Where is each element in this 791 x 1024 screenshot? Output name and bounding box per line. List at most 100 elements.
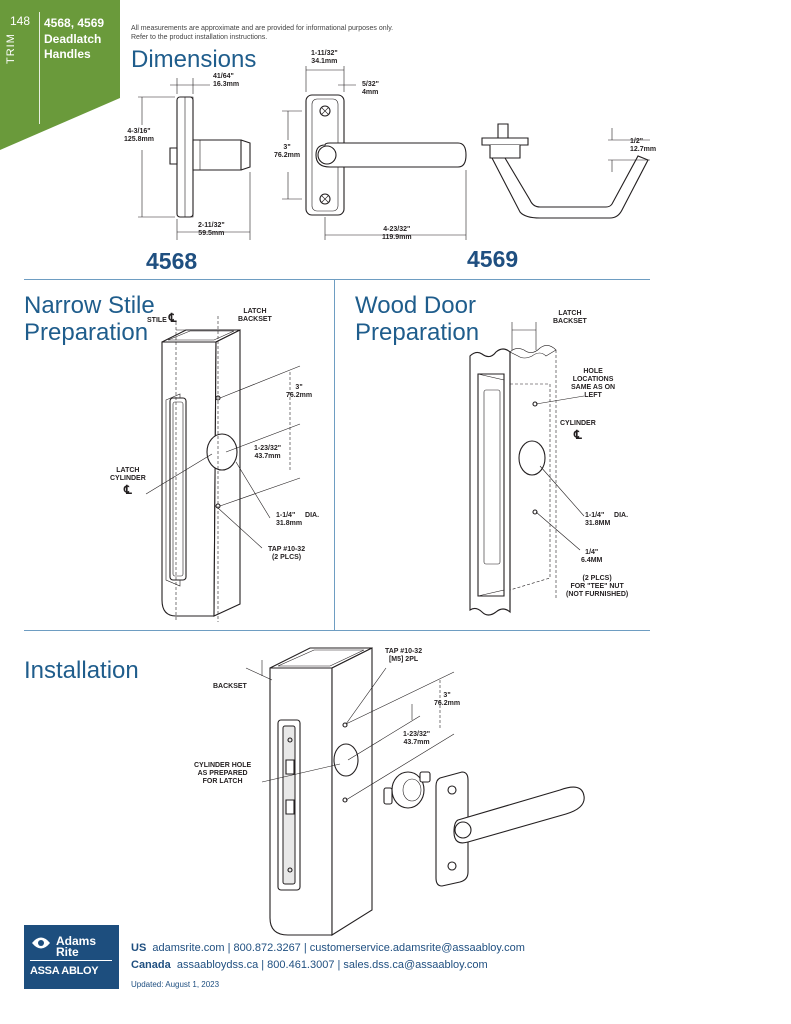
label-line: CYLINDER HOLE (194, 762, 252, 769)
dim-value: 3" (283, 144, 291, 151)
dim-value: 3" (443, 692, 451, 699)
label-line: CYLINDER (110, 475, 146, 482)
model-4569-label: 4569 (467, 246, 519, 272)
dim-4569-height: 3" 76.2mm (274, 144, 300, 160)
disclaimer-line-1: All measurements are approximate and are… (131, 25, 394, 32)
dim-value-mm: 43.7mm (403, 739, 430, 746)
dim-value-mm: 125.8mm (124, 136, 154, 143)
us-label: US (131, 942, 147, 954)
dim-value: 41/64" (213, 73, 234, 80)
dim-4568-projection: 2-11/32" 59.5mm (198, 222, 225, 238)
updated-date: Updated: August 1, 2023 (131, 980, 220, 989)
latch-cylinder-label: LATCH CYLINDER ℄ (110, 467, 146, 497)
tee-nut-label: (2 PLCS) FOR "TEE" NUT (NOT FURNISHED) (566, 575, 628, 599)
disclaimer: All measurements are approximate and are… (131, 24, 431, 42)
dim-value: 1-1/4" (585, 512, 605, 519)
dim-value: 1/4" (585, 549, 599, 556)
label-line: FOR LATCH (202, 778, 243, 785)
dim-value: 4-3/16" (127, 128, 151, 135)
canada-contact-line: Canada assaabloydss.ca | 800.461.3007 | … (131, 959, 488, 971)
label-line: AS PREPARED (197, 770, 248, 777)
wood-door-title: Wood Door Preparation (355, 292, 479, 346)
dim-value-mm: 76.2mm (286, 392, 313, 399)
title-line: Wood Door (355, 292, 476, 319)
centerline-symbol: ℄ (124, 483, 132, 497)
dim-value-mm: 34.1mm (311, 58, 338, 65)
dim-value-mm: 76.2mm (434, 700, 461, 707)
backset-label: BACKSET (213, 683, 247, 690)
brand-logo-box (24, 925, 119, 989)
installation-title: Installation (24, 657, 139, 684)
centerline-symbol: ℄ (168, 311, 177, 325)
dim-value: 2-11/32" (198, 222, 225, 229)
dim-value: 1-23/32" (403, 731, 431, 738)
dim-install-1-23-32: 1-23/32" 43.7mm (403, 731, 430, 747)
dim-wd-dia: 1-1/4" DIA. 31.8MM (585, 512, 628, 528)
dim-value: 1/2" (630, 138, 644, 145)
dim-value: 1-1/4" (276, 512, 296, 519)
dim-value: 3" (295, 384, 303, 391)
model-numbers: 4568, 4569 (44, 16, 105, 30)
label-line: LOCATIONS (572, 376, 614, 383)
dim-value-mm: 4mm (362, 89, 379, 96)
us-contact[interactable]: adamsrite.com | 800.872.3267 | customers… (152, 942, 525, 954)
dim-4569-plate-width: 1-11/32" 34.1mm (311, 50, 338, 66)
label-line: LEFT (584, 392, 602, 399)
brand-emblem-icon (32, 937, 50, 949)
label-line: LATCH (243, 308, 267, 315)
dim-4569-length: 4-23/32" 119.9mm (382, 226, 412, 242)
dimensions-title: Dimensions (131, 46, 257, 73)
label-line: [M5] 2PL (388, 656, 419, 663)
title-line: Preparation (355, 319, 480, 346)
dim-stile-3in: 3" 76.2mm (286, 384, 312, 400)
page-number: 148 (10, 14, 31, 28)
install-tap-label: TAP #10-32 [M5] 2PL (385, 648, 422, 664)
tab-divider (39, 12, 40, 124)
hole-locations-label: HOLE LOCATIONS SAME AS ON LEFT (571, 368, 615, 400)
dim-value: 5/32" (362, 81, 379, 88)
dim-4568-height: 4-3/16" 125.8mm (124, 128, 154, 144)
dim-value-mm: 119.9mm (382, 234, 412, 241)
dim-value-mm: 6.4MM (581, 557, 603, 564)
label-line: TAP #10-32 (268, 546, 306, 553)
disclaimer-line-2: Refer to the product installation instru… (131, 34, 268, 41)
dim-value: 1-23/32" (254, 445, 282, 452)
dim-value-mm: 31.8MM (585, 520, 611, 527)
title-line: Narrow Stile (24, 292, 155, 319)
narrow-stile-title: Narrow Stile Preparation (24, 292, 155, 346)
canada-label: Canada (131, 959, 171, 971)
drawing-4568 (138, 78, 250, 240)
canada-contact[interactable]: assaabloydss.ca | 800.461.3007 | sales.d… (176, 959, 488, 971)
dim-value-mm: 31.8mm (276, 520, 303, 527)
dim-wd-quarter: 1/4" 6.4MM (581, 549, 602, 565)
dim-value-mm: 59.5mm (198, 230, 225, 237)
drawing-4569-front (282, 66, 466, 240)
wd-cylinder-label: CYLINDER ℄ (560, 420, 596, 442)
dim-value-mm: 16.3mm (213, 81, 240, 88)
logo-divider (30, 960, 112, 961)
dim-4569-rose: 1/2" 12.7mm (630, 138, 656, 154)
label-line: HOLE (583, 368, 603, 375)
divider-middle (334, 280, 335, 630)
dim-install-3in: 3" 76.2mm (434, 692, 460, 708)
label-line: SAME AS ON (571, 384, 616, 391)
dim-value: 1-11/32" (311, 50, 338, 57)
wd-latch-backset-label: LATCH BACKSET (553, 310, 587, 326)
dim-4569-offset: 5/32" 4mm (362, 81, 379, 97)
divider-bottom (24, 630, 650, 631)
dim-4568-width: 41/64" 16.3mm (213, 73, 239, 89)
cylinder-hole-label: CYLINDER HOLE AS PREPARED FOR LATCH (194, 762, 251, 786)
us-contact-line: US adamsrite.com | 800.872.3267 | custom… (131, 942, 525, 954)
label-line: (NOT FURNISHED) (566, 591, 629, 598)
dim-stile-dia: 1-1/4" DIA. 31.8mm (276, 512, 319, 528)
brand-line: Adams (56, 934, 97, 948)
tab-background (0, 0, 120, 150)
label-line: BACKSET (553, 318, 587, 325)
label-line: FOR "TEE" NUT (570, 583, 624, 590)
divider-top (24, 279, 650, 280)
dim-value-mm: 76.2mm (274, 152, 301, 159)
